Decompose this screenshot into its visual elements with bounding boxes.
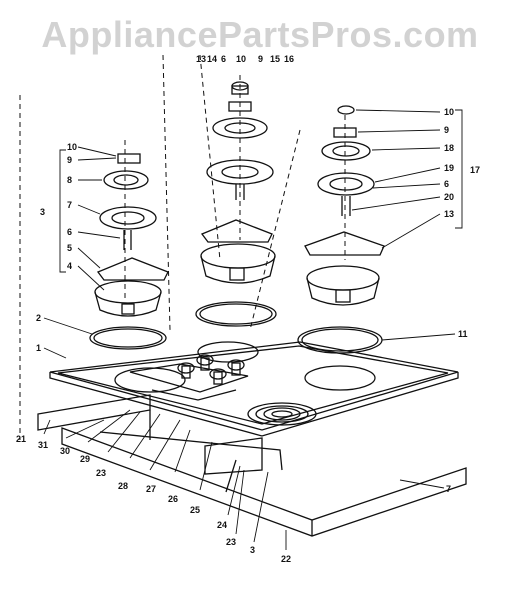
callouts: 13 14 6 10 9 15 16 10 9 8 3 7 6 5 4 2 1 … bbox=[16, 54, 480, 564]
callout-17: 17 bbox=[470, 165, 480, 175]
callout-2: 2 bbox=[36, 313, 41, 323]
callout-16: 16 bbox=[284, 54, 294, 64]
callout-6-left: 6 bbox=[67, 227, 72, 237]
callout-13: 13 bbox=[196, 54, 206, 64]
callout-10-right: 10 bbox=[444, 107, 454, 117]
callout-29: 29 bbox=[80, 454, 90, 464]
callout-9: 9 bbox=[258, 54, 263, 64]
callout-8-left: 8 bbox=[67, 175, 72, 185]
callout-27: 27 bbox=[146, 484, 156, 494]
control-knobs bbox=[177, 354, 245, 385]
callout-23-left: 23 bbox=[96, 468, 106, 478]
callout-1: 1 bbox=[36, 343, 41, 353]
callout-15: 15 bbox=[270, 54, 280, 64]
leader-lines bbox=[43, 109, 463, 550]
callout-5: 5 bbox=[67, 243, 72, 253]
callout-25: 25 bbox=[190, 505, 200, 515]
callout-18: 18 bbox=[444, 143, 454, 153]
callout-24: 24 bbox=[217, 520, 227, 530]
callout-26: 26 bbox=[168, 494, 178, 504]
callout-31: 31 bbox=[38, 440, 48, 450]
callout-7-bottom: 7 bbox=[446, 484, 451, 494]
right-element-stack bbox=[304, 105, 385, 306]
callout-13-right: 13 bbox=[444, 209, 454, 219]
callout-10: 10 bbox=[236, 54, 246, 64]
callout-30: 30 bbox=[60, 446, 70, 456]
guide-lines bbox=[19, 54, 346, 440]
callout-11: 11 bbox=[458, 329, 468, 339]
callout-9-left: 9 bbox=[67, 155, 72, 165]
callout-20: 20 bbox=[444, 192, 454, 202]
callout-3-bottom: 3 bbox=[250, 545, 255, 555]
callout-4: 4 bbox=[67, 261, 72, 271]
callout-21: 21 bbox=[16, 434, 26, 444]
callout-23-right: 23 bbox=[226, 537, 236, 547]
cooktop-panel bbox=[49, 341, 459, 437]
callout-28: 28 bbox=[118, 481, 128, 491]
callout-9-right: 9 bbox=[444, 125, 449, 135]
callout-19: 19 bbox=[444, 163, 454, 173]
callout-6-right: 6 bbox=[444, 179, 449, 189]
callout-6: 6 bbox=[221, 54, 226, 64]
callout-22: 22 bbox=[281, 554, 291, 564]
callout-14: 14 bbox=[207, 54, 217, 64]
callout-7: 7 bbox=[67, 200, 72, 210]
callout-10-left: 10 bbox=[67, 142, 77, 152]
center-element-stack bbox=[200, 81, 276, 284]
frame-rails bbox=[37, 394, 467, 537]
callout-3-left: 3 bbox=[40, 207, 45, 217]
left-element-stack bbox=[94, 153, 169, 317]
